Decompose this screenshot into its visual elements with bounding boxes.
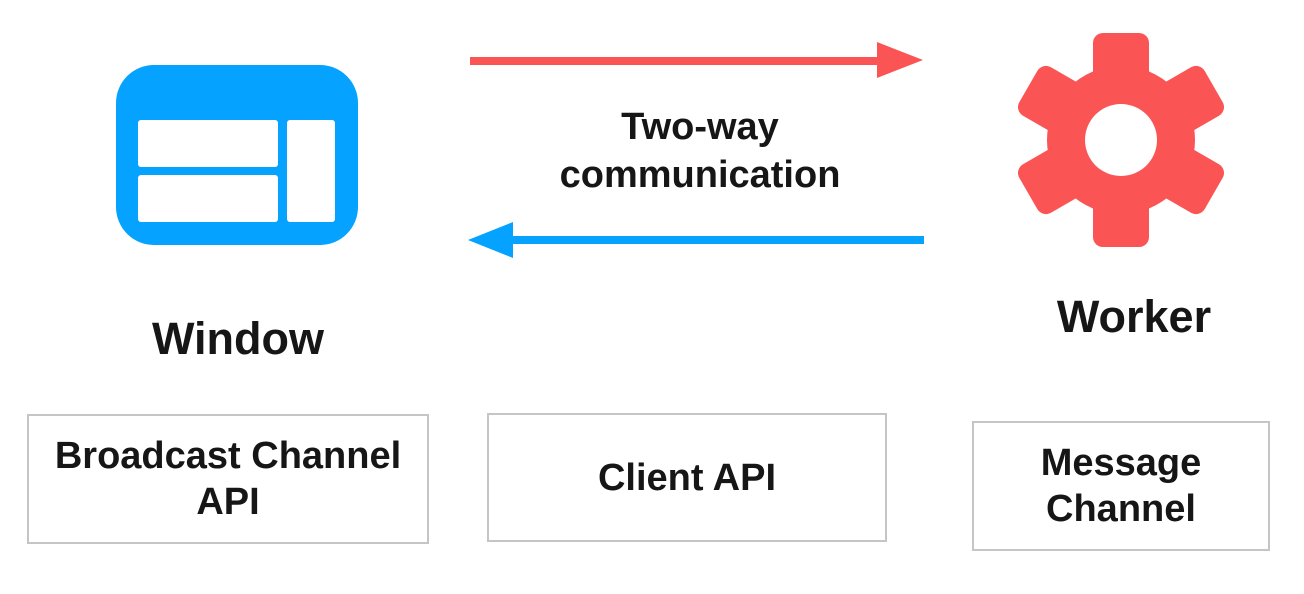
arrow-right-icon bbox=[470, 42, 923, 78]
arrow-right-head bbox=[877, 42, 923, 78]
browser-content-row-top bbox=[138, 120, 278, 167]
worker-label: Worker bbox=[1056, 291, 1212, 342]
arrow-left-head bbox=[468, 222, 513, 258]
message-channel-label: Message Channel bbox=[1040, 442, 1202, 530]
browser-window-icon bbox=[116, 65, 358, 245]
arrow-right-shaft bbox=[470, 57, 878, 65]
broadcast-channel-api-label: Broadcast Channel API bbox=[54, 435, 402, 523]
gear-icon bbox=[1017, 33, 1225, 247]
arrow-left-shaft bbox=[513, 236, 924, 244]
gear-center-hole bbox=[1085, 104, 1157, 176]
window-label: Window bbox=[151, 313, 325, 364]
client-api-box: Client API bbox=[487, 413, 887, 542]
message-channel-box: Message Channel bbox=[972, 421, 1270, 551]
broadcast-channel-api-box: Broadcast Channel API bbox=[27, 414, 429, 544]
arrow-left-icon bbox=[468, 222, 924, 258]
browser-content-row-bottom bbox=[138, 175, 278, 222]
communication-label: Two-way communication bbox=[559, 106, 841, 196]
client-api-label: Client API bbox=[597, 456, 777, 499]
browser-sidebar-panel bbox=[287, 120, 335, 222]
